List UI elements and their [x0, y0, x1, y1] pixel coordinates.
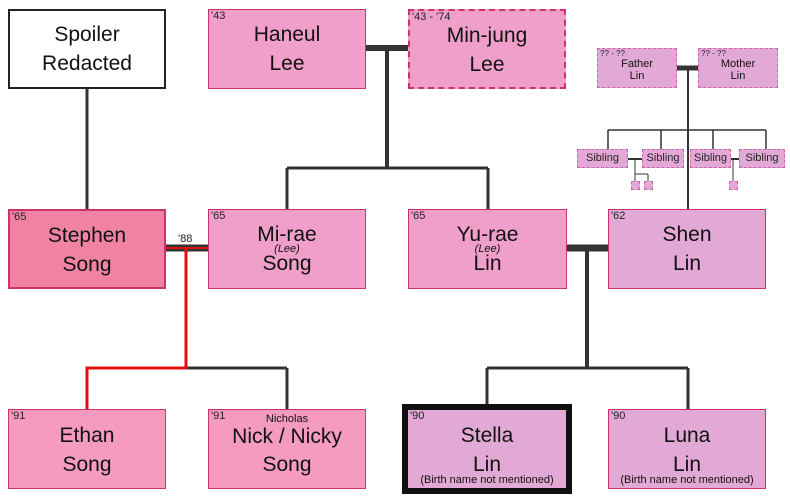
first-name: Shen — [662, 223, 712, 246]
marriage-year: '88 — [178, 233, 193, 245]
birth-year: '62 — [611, 210, 626, 222]
birth-year: '65 — [12, 211, 27, 223]
birth-name-note: (Birth name not mentioned) — [420, 474, 554, 486]
full-name: Nicholas — [265, 413, 309, 425]
highlight-path-ethan — [85, 248, 188, 410]
first-name: Spoiler — [54, 23, 120, 46]
birth-year: '90 — [611, 410, 626, 422]
sibling-child-3 — [729, 181, 738, 190]
sibling-2: Sibling — [642, 149, 684, 168]
person-minjung-lee: '43 - '74 Min-jung Lee — [408, 9, 566, 89]
maiden-name: (Lee) — [274, 243, 300, 255]
life-years: ?? - ?? — [701, 49, 726, 58]
first-name: Mi-rae — [257, 223, 317, 246]
birth-year: '65 — [211, 210, 226, 222]
sibling-child-1 — [631, 181, 640, 190]
sibling-4: Sibling — [739, 149, 785, 168]
birth-name-note: (Birth name not mentioned) — [620, 474, 754, 486]
person-mother-lin: ?? - ?? Mother Lin — [698, 48, 778, 88]
first-name: Yu-rae — [456, 223, 519, 246]
first-name: Haneul — [253, 23, 321, 46]
last-name: Song — [62, 253, 112, 276]
person-luna-lin: '90 Luna Lin (Birth name not mentioned) — [608, 409, 766, 489]
last-name: Song — [62, 453, 112, 476]
birth-year: '91 — [211, 410, 226, 422]
last-name: Lin — [672, 252, 702, 275]
sibling-1: Sibling — [577, 149, 628, 168]
last-name: Lee — [269, 52, 305, 75]
last-name: Lin — [472, 453, 502, 476]
last-name: Song — [262, 453, 312, 476]
life-years: '43 - '74 — [412, 11, 451, 23]
person-haneul-lee: '43 Haneul Lee — [208, 9, 366, 89]
person-father-lin: ?? - ?? Father Lin — [597, 48, 677, 88]
life-years: ?? - ?? — [600, 49, 625, 58]
person-stephen-song: '65 Stephen Song — [8, 209, 166, 289]
birth-year: '65 — [411, 210, 426, 222]
last-name: Lin — [730, 70, 746, 82]
last-name: Lin — [672, 453, 702, 476]
person-nick-song: '91 Nicholas Nick / Nicky Song — [208, 409, 366, 489]
first-name: Mother — [720, 58, 756, 70]
birth-year: '90 — [410, 410, 425, 422]
first-name: Stephen — [47, 224, 127, 247]
person-shen-lin: '62 Shen Lin — [608, 209, 766, 289]
first-name: Father — [621, 58, 653, 70]
maiden-name: (Lee) — [474, 243, 501, 255]
person-ethan-song: '91 Ethan Song — [8, 409, 166, 489]
person-stella-lin: '90 Stella Lin (Birth name not mentioned… — [402, 404, 572, 494]
birth-year: '91 — [11, 410, 26, 422]
last-name: Lin — [473, 252, 502, 275]
first-name: Stella — [460, 424, 514, 447]
sibling-3: Sibling — [690, 149, 731, 168]
first-name: Luna — [663, 424, 711, 447]
person-spoiler-redacted: Spoiler Redacted — [8, 9, 166, 89]
sibling-child-2 — [644, 181, 653, 190]
first-name: Ethan — [59, 424, 115, 447]
last-name: Lee — [469, 53, 505, 76]
last-name: Lin — [629, 70, 645, 82]
first-name: Min-jung — [446, 24, 528, 47]
birth-year: '43 — [211, 10, 226, 22]
first-name: Nick / Nicky — [232, 425, 342, 448]
person-mirae-song: '65 Mi-rae (Lee) Song — [208, 209, 366, 289]
last-name: Redacted — [42, 52, 132, 75]
person-yurae-lin: '65 Yu-rae (Lee) Lin — [408, 209, 567, 289]
last-name: Song — [262, 252, 312, 275]
